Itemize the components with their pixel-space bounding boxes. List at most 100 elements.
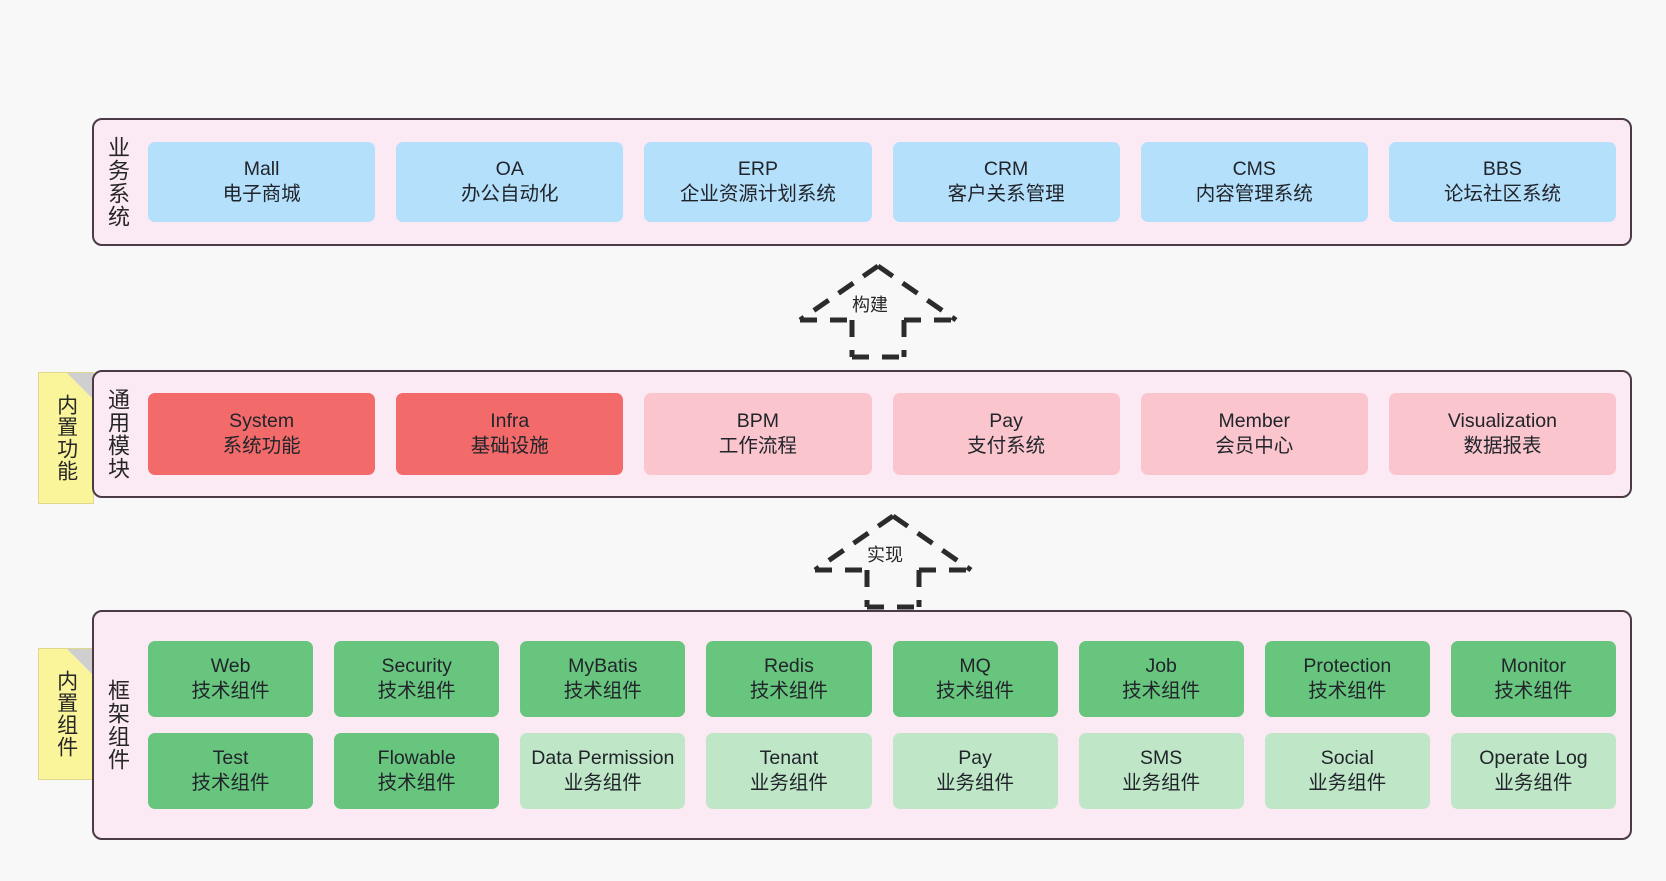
node-tenant-desc: 业务组件 bbox=[749, 772, 828, 794]
node-social-desc: 业务组件 bbox=[1308, 772, 1387, 794]
node-operate-log-name: Operate Log bbox=[1479, 747, 1588, 770]
node-security-desc: 技术组件 bbox=[377, 680, 456, 702]
node-oa[interactable]: OA 办公自动化 bbox=[396, 142, 624, 222]
node-mybatis-desc: 技术组件 bbox=[563, 680, 642, 702]
node-system-name: System bbox=[229, 410, 295, 433]
node-member-name: Member bbox=[1218, 410, 1291, 433]
node-protection[interactable]: Protection 技术组件 bbox=[1264, 641, 1430, 717]
note-builtin-features-label: 内置功能 bbox=[54, 394, 78, 482]
node-bbs[interactable]: BBS 论坛社区系统 bbox=[1388, 142, 1617, 222]
note-builtin-features: 内置功能 bbox=[38, 372, 94, 504]
framework-business-row: Test 技术组件 Flowable 技术组件 Data Permission … bbox=[148, 733, 1616, 809]
node-pay-component[interactable]: Pay 业务组件 bbox=[892, 733, 1058, 809]
layer-business-title: 业务系统 bbox=[104, 136, 130, 228]
node-pay-component-name: Pay bbox=[958, 747, 992, 770]
node-bpm-desc: 工作流程 bbox=[718, 435, 797, 457]
node-crm[interactable]: CRM 客户关系管理 bbox=[892, 142, 1120, 222]
node-redis-desc: 技术组件 bbox=[749, 680, 828, 702]
node-security[interactable]: Security 技术组件 bbox=[334, 641, 500, 717]
node-cms-desc: 内容管理系统 bbox=[1195, 183, 1313, 205]
node-sms[interactable]: SMS 业务组件 bbox=[1078, 733, 1244, 809]
node-web[interactable]: Web 技术组件 bbox=[148, 641, 314, 717]
node-test[interactable]: Test 技术组件 bbox=[148, 733, 314, 809]
connector-build-label: 构建 bbox=[852, 295, 888, 315]
node-cms[interactable]: CMS 内容管理系统 bbox=[1140, 142, 1368, 222]
node-tenant[interactable]: Tenant 业务组件 bbox=[706, 733, 872, 809]
node-mq-desc: 技术组件 bbox=[936, 680, 1015, 702]
node-system[interactable]: System 系统功能 bbox=[148, 393, 376, 475]
node-pay-module-desc: 支付系统 bbox=[967, 435, 1046, 457]
node-security-name: Security bbox=[381, 655, 452, 678]
node-job[interactable]: Job 技术组件 bbox=[1078, 641, 1244, 717]
node-infra-desc: 基础设施 bbox=[470, 435, 549, 457]
node-bbs-desc: 论坛社区系统 bbox=[1443, 183, 1561, 205]
node-flowable[interactable]: Flowable 技术组件 bbox=[334, 733, 500, 809]
node-monitor-name: Monitor bbox=[1500, 655, 1566, 678]
node-infra[interactable]: Infra 基础设施 bbox=[396, 393, 624, 475]
node-monitor[interactable]: Monitor 技术组件 bbox=[1450, 641, 1616, 717]
node-web-desc: 技术组件 bbox=[191, 680, 270, 702]
node-mybatis-name: MyBatis bbox=[568, 655, 638, 678]
note-builtin-components-label: 内置组件 bbox=[54, 670, 78, 758]
node-pay-module-name: Pay bbox=[989, 410, 1023, 433]
layer-framework-components: 框架组件 Web 技术组件 Security 技术组件 MyBatis 技术组件… bbox=[92, 610, 1632, 840]
node-protection-desc: 技术组件 bbox=[1308, 680, 1387, 702]
layer-modules-body: System 系统功能 Infra 基础设施 BPM 工作流程 Pay 支付系统… bbox=[140, 372, 1630, 496]
node-protection-name: Protection bbox=[1303, 655, 1392, 678]
node-mq[interactable]: MQ 技术组件 bbox=[892, 641, 1058, 717]
node-job-name: Job bbox=[1145, 655, 1177, 678]
node-bpm-name: BPM bbox=[736, 410, 780, 433]
node-operate-log[interactable]: Operate Log 业务组件 bbox=[1450, 733, 1616, 809]
layer-framework-body: Web 技术组件 Security 技术组件 MyBatis 技术组件 Redi… bbox=[140, 612, 1630, 838]
node-test-name: Test bbox=[212, 747, 249, 770]
layer-business-body: Mall 电子商城 OA 办公自动化 ERP 企业资源计划系统 CRM 客户关系… bbox=[140, 120, 1630, 244]
layer-business-systems: 业务系统 Mall 电子商城 OA 办公自动化 ERP 企业资源计划系统 CRM… bbox=[92, 118, 1632, 246]
node-bpm[interactable]: BPM 工作流程 bbox=[644, 393, 872, 475]
business-node-row: Mall 电子商城 OA 办公自动化 ERP 企业资源计划系统 CRM 客户关系… bbox=[148, 142, 1617, 222]
node-oa-desc: 办公自动化 bbox=[461, 183, 559, 205]
node-monitor-desc: 技术组件 bbox=[1494, 680, 1573, 702]
node-system-desc: 系统功能 bbox=[222, 435, 301, 457]
module-node-row: System 系统功能 Infra 基础设施 BPM 工作流程 Pay 支付系统… bbox=[148, 393, 1617, 475]
node-job-desc: 技术组件 bbox=[1122, 680, 1201, 702]
node-mq-name: MQ bbox=[959, 655, 991, 678]
node-member[interactable]: Member 会员中心 bbox=[1140, 393, 1368, 475]
layer-common-modules: 通用模块 System 系统功能 Infra 基础设施 BPM 工作流程 Pay… bbox=[92, 370, 1632, 498]
node-visualization[interactable]: Visualization 数据报表 bbox=[1388, 393, 1617, 475]
node-tenant-name: Tenant bbox=[759, 747, 819, 770]
node-redis[interactable]: Redis 技术组件 bbox=[706, 641, 872, 717]
node-social[interactable]: Social 业务组件 bbox=[1264, 733, 1430, 809]
node-member-desc: 会员中心 bbox=[1215, 435, 1294, 457]
node-crm-name: CRM bbox=[983, 158, 1029, 181]
node-flowable-desc: 技术组件 bbox=[377, 772, 456, 794]
connector-implement-label: 实现 bbox=[867, 545, 903, 565]
node-visualization-name: Visualization bbox=[1447, 410, 1558, 433]
node-operate-log-desc: 业务组件 bbox=[1494, 772, 1573, 794]
node-flowable-name: Flowable bbox=[377, 747, 456, 770]
node-social-name: Social bbox=[1320, 747, 1374, 770]
node-pay-component-desc: 业务组件 bbox=[936, 772, 1015, 794]
layer-modules-title: 通用模块 bbox=[104, 388, 130, 480]
node-test-desc: 技术组件 bbox=[191, 772, 270, 794]
node-erp-name: ERP bbox=[737, 158, 778, 181]
framework-tech-row: Web 技术组件 Security 技术组件 MyBatis 技术组件 Redi… bbox=[148, 641, 1616, 717]
node-sms-desc: 业务组件 bbox=[1122, 772, 1201, 794]
layer-framework-title: 框架组件 bbox=[104, 679, 130, 771]
node-mall-desc: 电子商城 bbox=[222, 183, 301, 205]
node-mybatis[interactable]: MyBatis 技术组件 bbox=[520, 641, 686, 717]
node-mall[interactable]: Mall 电子商城 bbox=[148, 142, 376, 222]
node-bbs-name: BBS bbox=[1482, 158, 1522, 181]
node-erp-desc: 企业资源计划系统 bbox=[679, 183, 836, 205]
node-mall-name: Mall bbox=[243, 158, 280, 181]
node-data-permission-desc: 业务组件 bbox=[563, 772, 642, 794]
node-data-permission-name: Data Permission bbox=[531, 747, 675, 770]
note-builtin-components: 内置组件 bbox=[38, 648, 94, 780]
node-data-permission[interactable]: Data Permission 业务组件 bbox=[520, 733, 686, 809]
node-cms-name: CMS bbox=[1232, 158, 1276, 181]
node-pay-module[interactable]: Pay 支付系统 bbox=[892, 393, 1120, 475]
node-visualization-desc: 数据报表 bbox=[1463, 435, 1542, 457]
node-sms-name: SMS bbox=[1140, 747, 1183, 770]
node-redis-name: Redis bbox=[764, 655, 814, 678]
node-erp[interactable]: ERP 企业资源计划系统 bbox=[644, 142, 872, 222]
node-web-name: Web bbox=[210, 655, 251, 678]
